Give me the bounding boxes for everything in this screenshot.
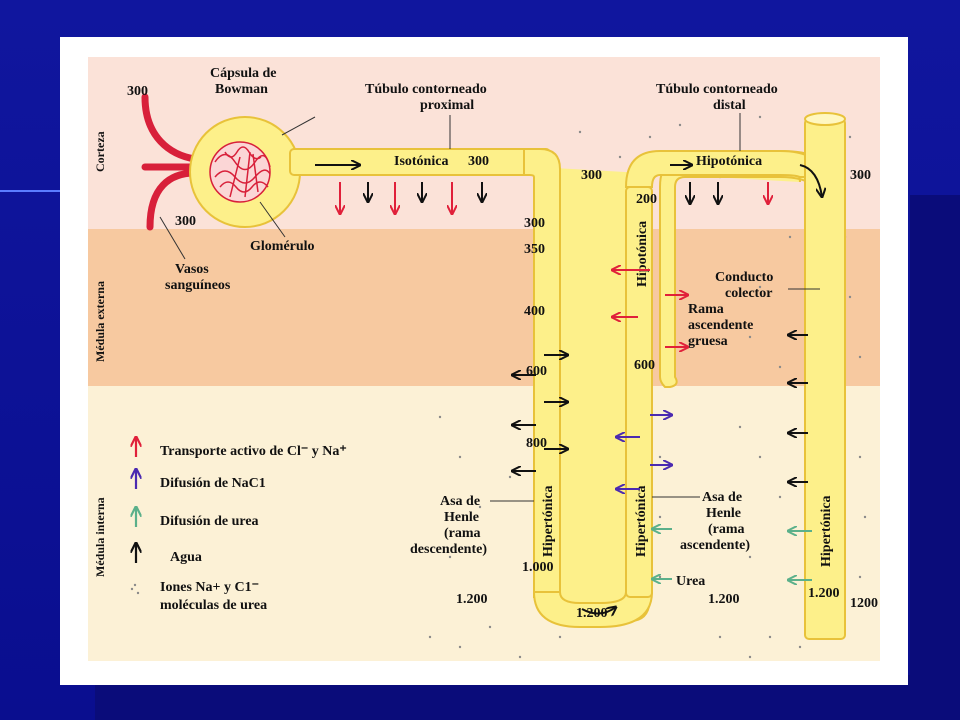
osm-400: 400	[524, 304, 545, 319]
osm-800: 800	[526, 436, 547, 451]
inner-medulla-zone	[88, 386, 880, 661]
label-distal-2: distal	[713, 98, 746, 113]
glomerulus	[209, 141, 271, 203]
label-asa-asc-4: ascendente)	[680, 538, 750, 553]
osm-300-mid: 300	[581, 168, 602, 183]
label-hipotonica-top: Hipotónica	[696, 154, 762, 169]
legend-nacl: Difusión de NaC1	[160, 476, 266, 491]
osm-1200-left: 1.200	[456, 592, 488, 607]
legend-iones-2: moléculas de urea	[160, 598, 267, 613]
label-asa-desc-4: descendente)	[410, 542, 487, 557]
label-hipotonica-vertical: Hipotónica	[635, 221, 650, 287]
blood-vessels	[141, 93, 199, 231]
nephron-diagram: Corteza Médula externa Médula interna	[88, 57, 880, 661]
label-hipertonica-col: Hipertónica	[819, 495, 834, 567]
label-asa-asc-3: (rama	[708, 522, 745, 537]
label-vasos-2: sanguíneos	[165, 278, 231, 293]
label-proximal-2: proximal	[420, 98, 474, 113]
legend-dots	[130, 583, 140, 595]
label-hipertonica-desc: Hipertónica	[541, 485, 556, 557]
legend-urea: Difusión de urea	[160, 514, 259, 529]
label-asa-desc-3: (rama	[444, 526, 481, 541]
decorative-bar-right	[910, 195, 960, 675]
label-asa-asc-1: Asa de	[702, 490, 742, 505]
zone-label-inner-medulla: Médula interna	[93, 497, 107, 577]
osm-1200-mid: 1.200	[708, 592, 740, 607]
zone-label-outer-medulla: Médula externa	[93, 281, 107, 362]
label-isotonica: Isotónica	[394, 154, 448, 169]
decorative-line	[0, 190, 60, 192]
zone-label-cortex: Corteza	[93, 131, 107, 172]
label-vasos-1: Vasos	[175, 262, 209, 277]
legend-iones-1: Iones Na+ y C1⁻	[160, 580, 259, 595]
label-distal-1: Túbulo contorneado	[656, 82, 778, 97]
osm-200: 200	[636, 192, 657, 207]
label-glomerulo: Glomérulo	[250, 239, 315, 254]
label-asa-asc-2: Henle	[706, 506, 741, 521]
label-rama-1: Rama	[688, 302, 724, 317]
osm-1200-col: 1.200	[808, 586, 840, 601]
outer-medulla-zone	[88, 229, 880, 386]
label-asa-desc-2: Henle	[444, 510, 479, 525]
legend-active-transport: Transporte activo de Cl⁻ y Na⁺	[160, 444, 347, 459]
label-conducto-1: Conducto	[715, 270, 773, 285]
osm-300-desc: 300	[524, 216, 545, 231]
label-urea: Urea	[676, 574, 705, 589]
flow-arrow-distal-turn	[799, 164, 822, 197]
osm-600-asc: 600	[634, 358, 655, 373]
flow-arrow-loop	[581, 607, 616, 614]
osm-300-glom: 300	[175, 214, 196, 229]
label-rama-2: ascendente	[688, 318, 753, 333]
label-rama-3: gruesa	[688, 334, 728, 349]
osm-350: 350	[524, 242, 545, 257]
osm-600-desc: 600	[526, 364, 547, 379]
osm-300-prox: 300	[468, 154, 489, 169]
label-hipertonica-asc: Hipertónica	[634, 485, 649, 557]
label-bowman-1: Cápsula de	[210, 66, 277, 81]
osm-300-right: 300	[850, 168, 871, 183]
osm-300-vasos: 300	[127, 84, 148, 99]
label-conducto-2: colector	[725, 286, 772, 301]
label-proximal-1: Túbulo contorneado	[365, 82, 487, 97]
legend-agua: Agua	[170, 550, 202, 565]
label-asa-desc-1: Asa de	[440, 494, 480, 509]
osm-1200-right: 1200	[850, 596, 878, 611]
osm-1000: 1.000	[522, 560, 554, 575]
label-bowman-2: Bowman	[215, 82, 268, 97]
